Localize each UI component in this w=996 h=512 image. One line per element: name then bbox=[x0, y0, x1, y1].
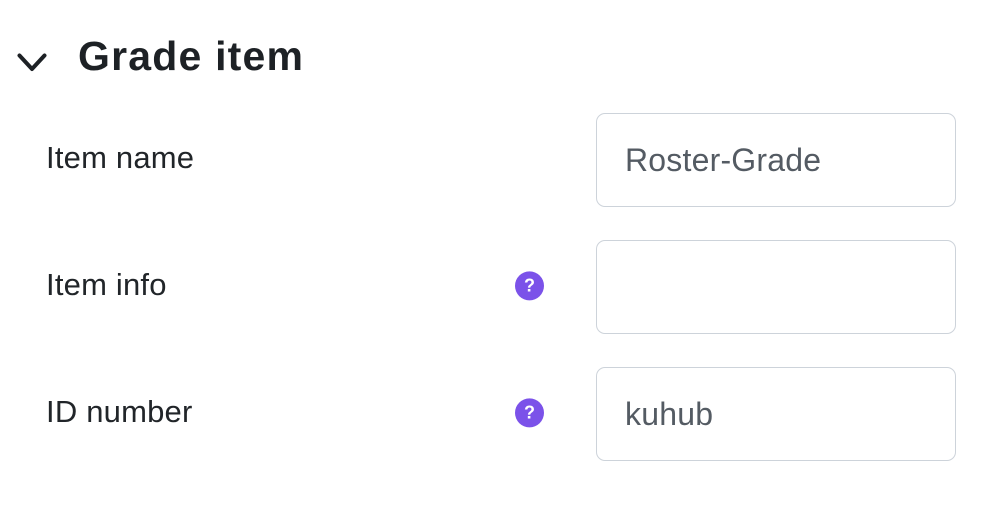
id-number-label: ID number bbox=[46, 393, 193, 429]
chevron-down-icon[interactable] bbox=[17, 53, 47, 73]
form-row-item-name: Item name bbox=[0, 113, 996, 207]
item-name-label: Item name bbox=[46, 139, 195, 175]
item-name-input[interactable] bbox=[596, 113, 956, 207]
section-header-grade-item[interactable]: Grade item bbox=[0, 0, 996, 90]
item-info-label: Item info bbox=[46, 266, 167, 302]
form-row-item-info: Item info ? bbox=[0, 240, 996, 334]
id-number-help-icon[interactable]: ? bbox=[515, 398, 544, 428]
form-row-id-number: ID number ? bbox=[0, 367, 996, 461]
item-info-input[interactable] bbox=[596, 240, 956, 334]
section-title[interactable]: Grade item bbox=[78, 33, 305, 79]
item-info-help-icon[interactable]: ? bbox=[515, 271, 544, 301]
id-number-input[interactable] bbox=[596, 367, 956, 461]
